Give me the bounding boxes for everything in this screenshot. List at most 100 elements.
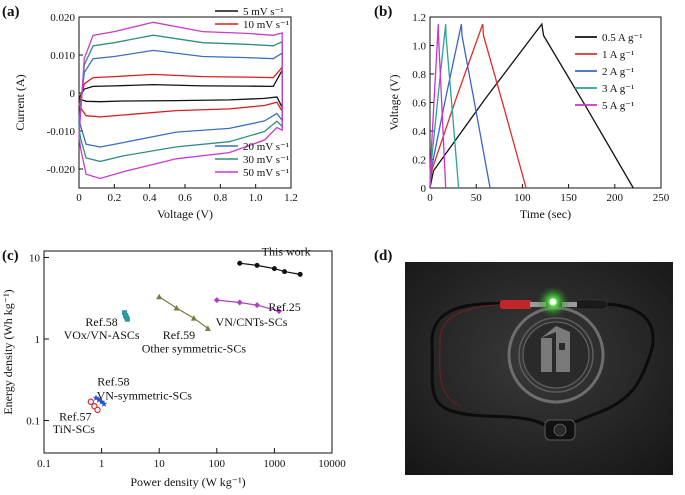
y-tick-label: -0.020 [47, 164, 76, 176]
x-tick-label: 200 [607, 192, 624, 204]
data-point [282, 269, 288, 275]
led [537, 286, 569, 318]
x-tick-label: 1 [99, 458, 105, 470]
x-axis-label: Voltage (V) [157, 207, 213, 221]
legend-label: 0.5 A g⁻¹ [602, 32, 643, 44]
annotation-label: VN/CNTs-SCs [216, 315, 288, 329]
y-tick-label: 0 [421, 183, 427, 195]
y-tick-label: 1.0 [412, 41, 426, 53]
alligator-clip-black [562, 299, 608, 310]
y-axis-label: Energy density (Wh kg⁻¹) [1, 289, 15, 414]
x-axis-label: Time (sec) [520, 207, 571, 221]
legend-label: 2 A g⁻¹ [602, 66, 634, 78]
x-tick-label: 250 [653, 192, 670, 204]
y-tick-label: 0.1 [26, 416, 40, 428]
annotation-label: Ref.58 [97, 374, 129, 388]
annotation-label: Other symmetric-SCs [142, 342, 247, 356]
data-point [275, 308, 282, 315]
x-tick-label: 0.8 [213, 192, 227, 204]
y-tick-label: -0.010 [47, 126, 76, 138]
wire [430, 301, 655, 430]
university-seal [507, 306, 605, 404]
x-tick-label: 100 [209, 458, 226, 470]
led-demo-photo [405, 262, 673, 475]
x-axis-label: Power density (W kg⁻¹) [130, 475, 245, 489]
legend-label: 50 mV s⁻¹ [243, 167, 289, 179]
panel-label-a: (a) [2, 4, 20, 20]
data-point [156, 293, 163, 300]
legend-label: 1 A g⁻¹ [602, 49, 634, 61]
annotation-label: VN-symmetric-SCs [97, 389, 193, 403]
data-point [271, 266, 277, 272]
y-axis-label: Voltage (V) [387, 74, 401, 130]
cv-curve [78, 21, 283, 180]
x-tick-label: 1.0 [249, 192, 263, 204]
plot-frame [43, 250, 333, 454]
data-point [87, 398, 95, 405]
cv-curve [78, 65, 283, 118]
x-tick-label: 50 [471, 192, 483, 204]
legend-label: 3 A g⁻¹ [602, 83, 634, 95]
annotation-label: Ref.57 [59, 410, 91, 424]
data-point [124, 316, 130, 322]
data-point [173, 304, 180, 311]
data-point [100, 400, 108, 407]
x-tick-label: 0 [427, 192, 433, 204]
x-tick-label: 0.6 [178, 192, 192, 204]
legend-label: 5 A g⁻¹ [602, 100, 634, 112]
data-point [94, 406, 101, 414]
series-line [216, 299, 280, 312]
x-tick-label: 1000 [263, 458, 286, 470]
panel-label-d: (d) [374, 248, 392, 264]
legend-label: 20 mV s⁻¹ [243, 141, 289, 153]
y-tick-label: 0.2 [412, 155, 426, 167]
panel-label-c: (c) [2, 248, 19, 264]
data-point [237, 260, 243, 266]
annotation-label: VOx/VN-ASCs [64, 328, 140, 342]
y-tick-label: 0 [70, 88, 76, 100]
y-tick-label: 0.8 [412, 69, 426, 81]
x-tick-label: 0.1 [37, 458, 51, 470]
x-tick-label: 100 [514, 192, 531, 204]
data-point [213, 297, 220, 304]
legend-label: 30 mV s⁻¹ [243, 154, 289, 166]
gcd-curve [429, 23, 527, 189]
data-point [190, 315, 197, 321]
data-point [297, 271, 303, 277]
y-tick-label: 0.020 [50, 12, 75, 24]
annotation-label: TiN-SCs [53, 422, 96, 436]
legend-label: 10 mV s⁻¹ [243, 19, 289, 31]
cv-chart: 0 0.2 0.4 0.6 0.8 1.0 1.2 0.020 0.010 0 -0.010 -0.0… [13, 6, 298, 221]
x-tick-label: 0 [76, 192, 82, 204]
series-line [158, 296, 209, 329]
y-tick-label: 0.4 [412, 126, 426, 138]
x-tick-label: 0.2 [107, 192, 121, 204]
x-tick-label: 0.4 [143, 192, 157, 204]
y-tick-label: 0.6 [412, 98, 426, 110]
annotation-label: Ref.59 [163, 328, 195, 342]
annotation-label: This work [262, 245, 311, 259]
panel-label-b: (b) [374, 4, 392, 20]
series-line [239, 262, 301, 275]
supercapacitor-device [544, 419, 576, 441]
x-tick-label: 150 [560, 192, 577, 204]
x-tick-label: 10000 [318, 458, 346, 470]
x-tick-label: 10 [154, 458, 166, 470]
y-axis-label: Current (A) [13, 74, 27, 130]
annotation-label: Ref.25 [268, 300, 300, 314]
y-tick-label: 0.010 [50, 50, 75, 62]
data-point [254, 302, 261, 309]
y-tick-label: 1 [35, 334, 41, 346]
data-point [122, 310, 128, 316]
gcd-curve [429, 22, 634, 189]
x-tick-label: 1.2 [284, 192, 298, 204]
data-point [254, 262, 260, 268]
y-tick-label: 1.2 [412, 12, 426, 24]
y-tick-label: 10 [29, 252, 41, 264]
data-point [236, 299, 243, 306]
data-point [204, 325, 211, 331]
gcd-curve [429, 24, 447, 189]
